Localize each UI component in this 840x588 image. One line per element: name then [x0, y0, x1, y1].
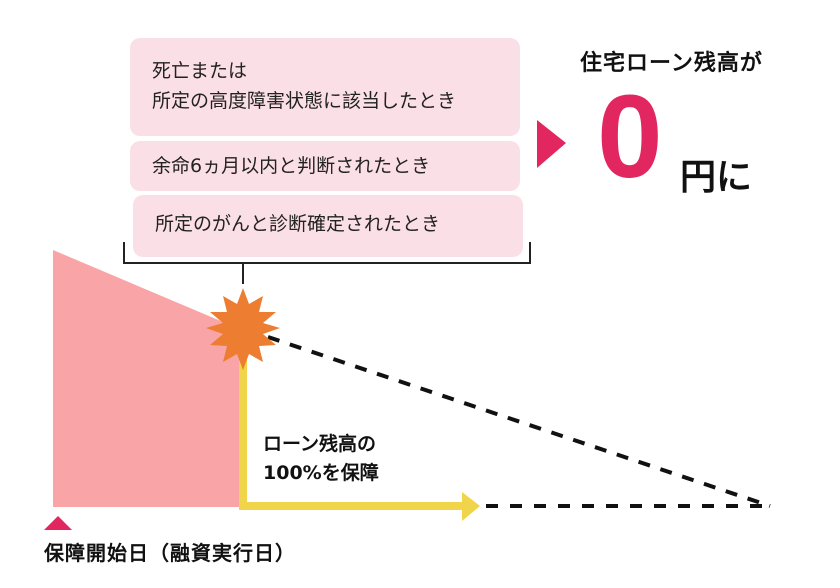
condition-text: 所定の高度障害状態に該当したとき	[152, 90, 457, 112]
condition-text: 余命6ヵ月以内と判断されたとき	[152, 155, 431, 177]
condition-box-death-disability: 死亡または 所定の高度障害状態に該当したとき	[130, 38, 520, 136]
result-headline: 住宅ローン残高が	[580, 51, 763, 76]
arrow-head-icon	[462, 492, 480, 521]
start-marker-icon	[44, 516, 72, 530]
condition-text: 死亡または	[152, 60, 248, 82]
coverage-start-label: 保障開始日（融資実行日）	[44, 541, 296, 565]
result-amount: 0	[597, 71, 663, 203]
guarantee-label: ローン残高の 100%を保障	[263, 430, 379, 488]
condition-box-cancer: 所定のがんと診断確定されたとき	[133, 195, 523, 257]
guarantee-arrow	[239, 360, 466, 510]
condition-text: 所定のがんと診断確定されたとき	[155, 213, 441, 235]
guarantee-label-line2: 100%を保障	[263, 462, 379, 484]
guarantee-label-line1: ローン残高の	[263, 433, 377, 455]
condition-box-terminal: 余命6ヵ月以内と判断されたとき	[130, 141, 520, 191]
loan-balance-area	[53, 250, 242, 507]
result-arrow-icon	[537, 120, 566, 168]
projected-balance-dashed-line	[267, 335, 771, 508]
condition-bracket	[123, 242, 531, 284]
result-unit: 円に	[680, 157, 753, 198]
event-burst-icon	[206, 288, 280, 370]
